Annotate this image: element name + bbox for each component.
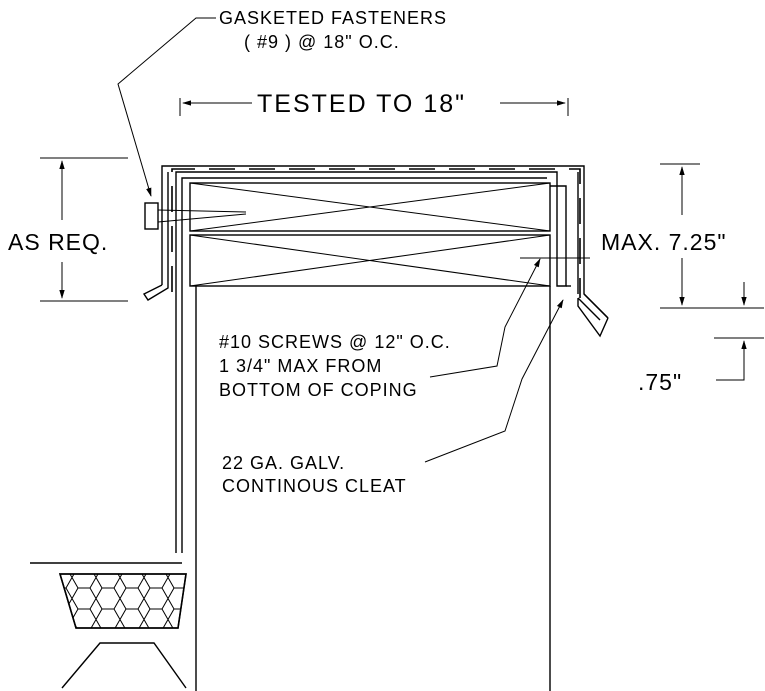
- leader-lines: [117, 17, 564, 463]
- tested-to-label: TESTED TO 18": [257, 90, 466, 118]
- max-height-dimension: [660, 163, 764, 381]
- wood-nailer-top: [189, 182, 551, 232]
- parapet-wall: [195, 286, 551, 691]
- cleat-label-line2: CONTINOUS CLEAT: [222, 476, 407, 496]
- screws-label-line1: #10 SCREWS @ 12" O.C.: [219, 332, 451, 352]
- gasketed-fasteners-label-line2: ( #9 ) @ 18" O.C.: [244, 32, 400, 52]
- screws-label-line3: BOTTOM OF COPING: [219, 380, 418, 400]
- tested-to-dimension: [179, 98, 569, 116]
- wood-nailer-bottom: [189, 234, 551, 287]
- screws-label-line2: 1 3/4" MAX FROM: [219, 356, 382, 376]
- gasketed-fasteners-label-line1: GASKETED FASTENERS: [219, 8, 447, 28]
- gasketed-fastener: [144, 202, 247, 230]
- drip-label: .75": [638, 369, 682, 395]
- as-req-dimension: [40, 157, 128, 302]
- stone-ballast: [58, 573, 187, 629]
- continuous-cleat: [550, 185, 571, 287]
- cleat-label-line1: 22 GA. GALV.: [222, 453, 345, 473]
- metal-coping: [142, 165, 609, 553]
- as-req-label: AS REQ.: [8, 229, 108, 255]
- underlayment-dashed: [171, 168, 581, 298]
- max-height-label: MAX. 7.25": [601, 229, 727, 255]
- support-legs: [61, 642, 187, 689]
